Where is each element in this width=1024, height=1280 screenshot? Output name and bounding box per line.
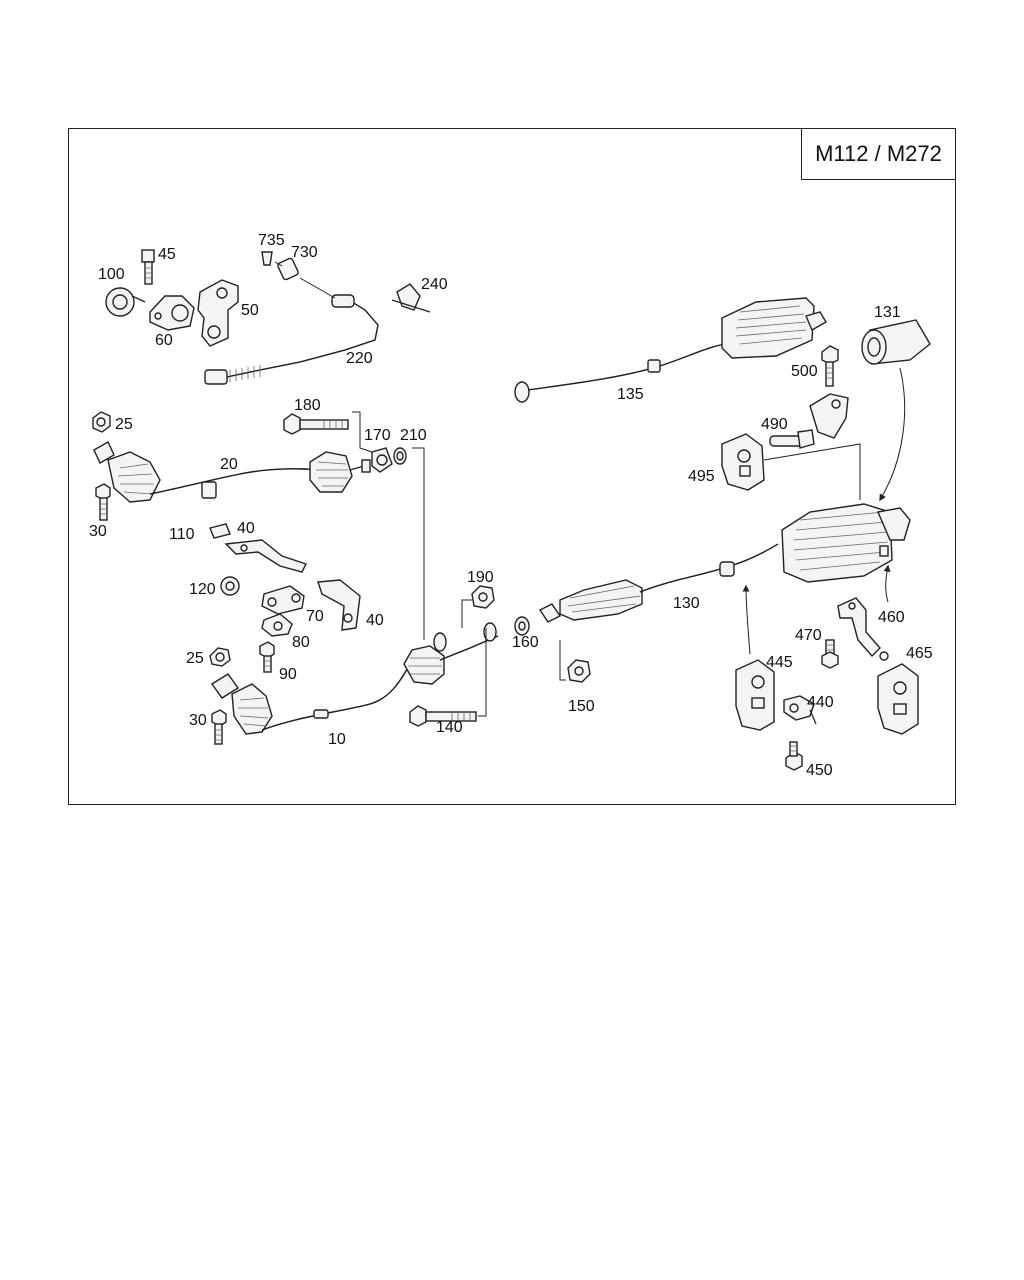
clamp-70 (261, 585, 305, 615)
bolt-450 (785, 741, 803, 771)
lead-210-joint (412, 447, 425, 640)
lead-150 (559, 640, 566, 681)
callout-160: 160 (512, 634, 539, 651)
callout-90: 90 (279, 666, 297, 683)
callout-440: 440 (807, 694, 834, 711)
callout-131: 131 (874, 304, 901, 321)
nut-120 (220, 576, 240, 596)
arrow-465 (883, 564, 891, 603)
bolt-30-lower (211, 709, 227, 745)
nut-150 (567, 659, 591, 683)
callout-40-upper: 40 (237, 520, 255, 537)
callout-180: 180 (294, 397, 321, 414)
callout-460: 460 (878, 609, 905, 626)
rear-pipe-135 (514, 297, 827, 403)
callout-210: 210 (400, 427, 427, 444)
callout-240: 240 (421, 276, 448, 293)
callout-190: 190 (467, 569, 494, 586)
callout-25-upper: 25 (115, 416, 133, 433)
callout-20: 20 (220, 456, 238, 473)
gasket-170 (371, 447, 393, 473)
ring-210 (393, 447, 407, 465)
rubber-mount-100 (105, 287, 146, 317)
nut-25-upper (92, 411, 111, 433)
plug-735 (261, 251, 273, 266)
bolt-470 (821, 639, 839, 669)
callout-490: 490 (761, 416, 788, 433)
clip-110 (209, 523, 231, 539)
model-label: M112 / M272 (801, 129, 955, 180)
callout-130: 130 (673, 595, 700, 612)
rubber-hanger-445 (735, 659, 775, 731)
callout-25-lower: 25 (186, 650, 204, 667)
bolt-500 (821, 345, 839, 387)
callout-45: 45 (158, 246, 176, 263)
pin-490 (769, 429, 815, 449)
callout-140: 140 (436, 719, 463, 736)
callout-110: 110 (169, 526, 195, 543)
bolt-90 (259, 641, 275, 673)
bolt-30-upper (95, 483, 111, 521)
connector-730 (274, 257, 299, 281)
clamp-60 (149, 295, 195, 331)
bolt-45 (141, 249, 155, 285)
rubber-hanger-495 (721, 433, 765, 491)
callout-735: 735 (258, 232, 285, 249)
arrow-445 (742, 584, 751, 655)
screw-180 (283, 413, 349, 435)
callout-40-lower: 40 (366, 612, 384, 629)
callout-465: 465 (906, 645, 933, 662)
callout-135: 135 (617, 386, 644, 403)
exhaust-pipe-20 (93, 441, 371, 503)
callout-30-lower: 30 (189, 712, 207, 729)
rubber-hanger-465 (877, 663, 919, 735)
callout-170: 170 (364, 427, 391, 444)
callout-120: 120 (189, 581, 216, 598)
arrow-131 (879, 367, 906, 502)
middle-pipe-130 (538, 543, 779, 623)
callout-220: 220 (346, 350, 373, 367)
lead-140 (478, 628, 487, 717)
callout-50: 50 (241, 302, 259, 319)
callout-445: 445 (766, 654, 793, 671)
bracket-40-lower (317, 579, 361, 631)
nut-190 (471, 585, 495, 609)
lead-180-170 (352, 411, 373, 453)
diagram-frame: M112 / M272 (68, 128, 956, 805)
callout-730: 730 (291, 244, 318, 261)
callout-150: 150 (568, 698, 595, 715)
callout-70: 70 (306, 608, 324, 625)
callout-60: 60 (155, 332, 173, 349)
callout-450: 450 (806, 762, 833, 779)
tailpipe-trim-131 (861, 319, 931, 365)
callout-470: 470 (795, 627, 822, 644)
callout-30-upper: 30 (89, 523, 107, 540)
rear-muffler (781, 503, 911, 583)
ring-160 (514, 616, 530, 636)
lead-495 (763, 443, 861, 500)
exhaust-pipe-10 (210, 622, 499, 735)
bracket-460 (837, 597, 889, 661)
bracket-440 (783, 695, 817, 725)
nut-25-lower (209, 647, 231, 667)
bracket-40-upper (224, 539, 307, 573)
bracket-500 (809, 393, 849, 439)
callout-500: 500 (791, 363, 818, 380)
callout-100: 100 (98, 266, 125, 283)
oxygen-sensor-220 (204, 277, 379, 385)
lead-190 (461, 599, 472, 628)
clip-240 (391, 283, 431, 313)
screw-140 (409, 705, 477, 727)
callout-80: 80 (292, 634, 310, 651)
callout-495: 495 (688, 468, 715, 485)
clamp-80 (261, 613, 293, 637)
callout-10: 10 (328, 731, 346, 748)
bracket-50 (197, 279, 239, 347)
